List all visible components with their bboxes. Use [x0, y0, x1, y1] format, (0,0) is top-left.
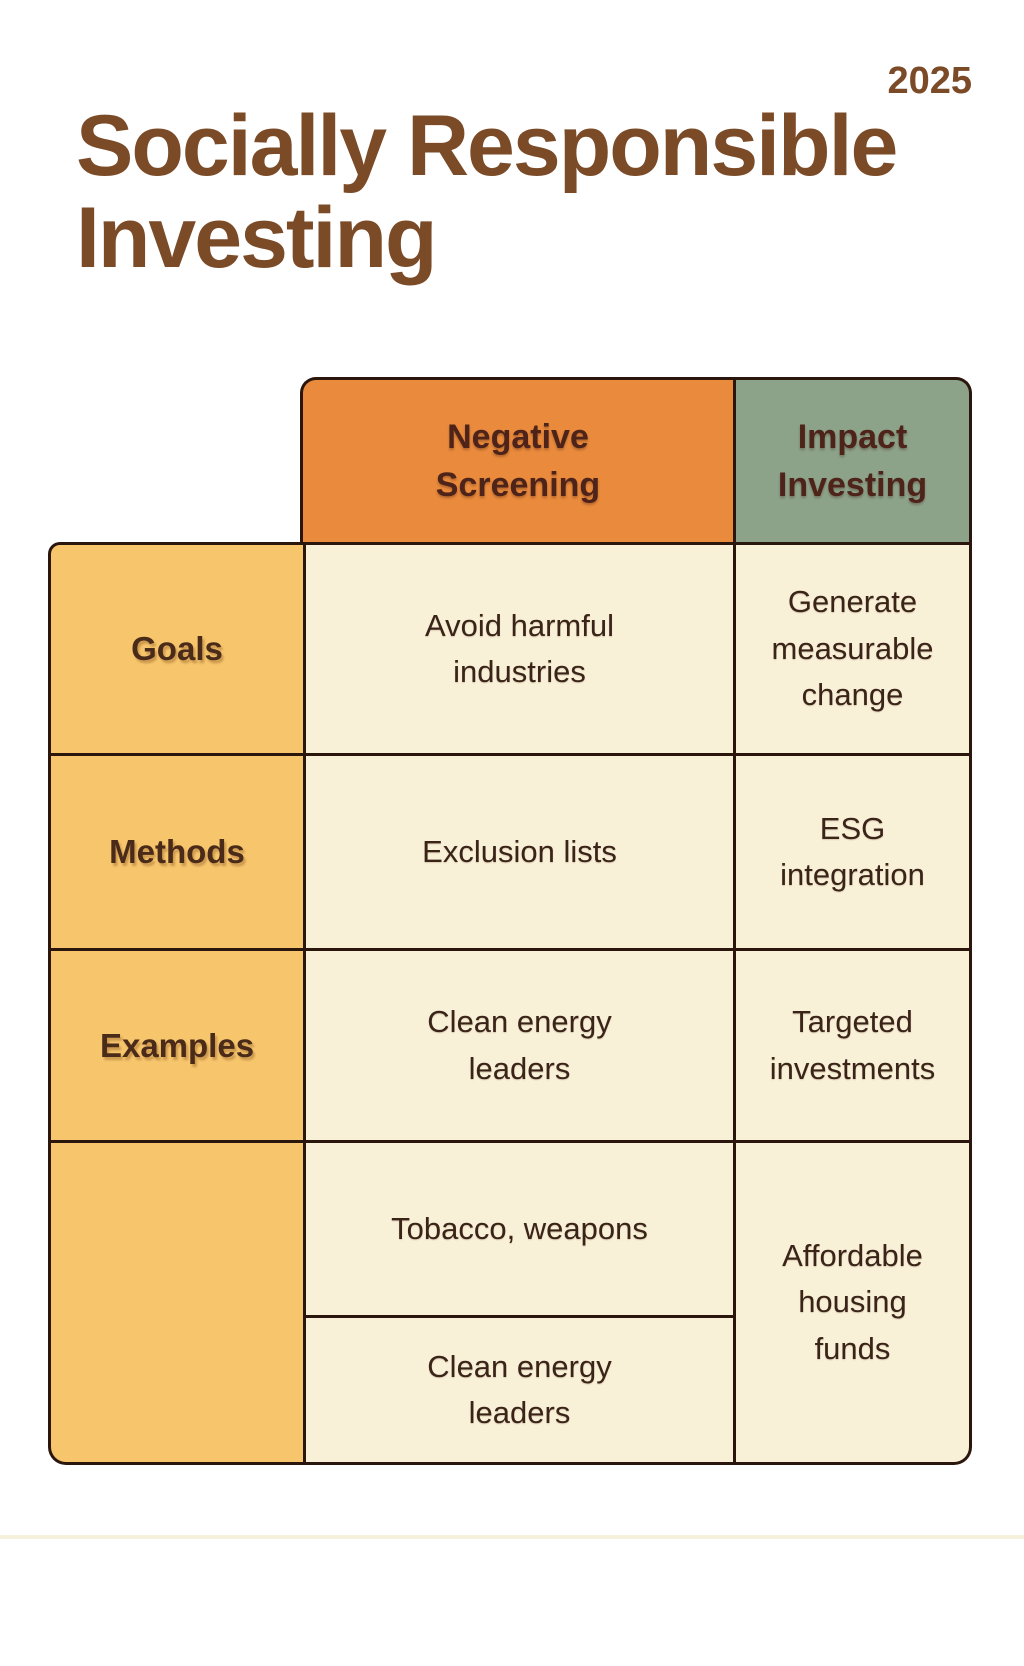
cell-methods-negative-screening: Exclusion lists [306, 756, 733, 948]
row-label-examples: Examples [51, 951, 303, 1140]
cell-extra-impact-investing: Affordable housing funds [736, 1143, 969, 1462]
cell-goals-negative-screening: Avoid harmful industries [306, 545, 733, 753]
cell-methods-impact-investing: ESG integration [736, 756, 969, 948]
row-label-methods: Methods [51, 756, 303, 948]
table-header-row: Negative Screening Impact Investing [300, 377, 972, 542]
year-badge: 2025 [887, 60, 972, 102]
cell-examples-negative-screening: Clean energy leaders [306, 951, 733, 1140]
cell-goals-impact-investing: Generate measurable change [736, 545, 969, 753]
header-cell-impact-investing: Impact Investing [736, 380, 969, 542]
page-title: Socially Responsible Investing [76, 98, 898, 287]
header-cell-negative-screening: Negative Screening [303, 380, 733, 542]
comparison-table: Negative Screening Impact Investing Goal… [48, 377, 972, 1465]
row-label-empty [51, 1143, 303, 1462]
table-body: Goals Avoid harmful industries Generate … [48, 542, 972, 1465]
cell-examples-impact-investing: Targeted investments [736, 951, 969, 1140]
cell-extra-negative-screening-bottom: Clean energy leaders [306, 1318, 733, 1462]
footer-divider-line [0, 1535, 1024, 1539]
row-label-goals: Goals [51, 545, 303, 753]
cell-extra-negative-screening-top: Tobacco, weapons [306, 1143, 733, 1315]
